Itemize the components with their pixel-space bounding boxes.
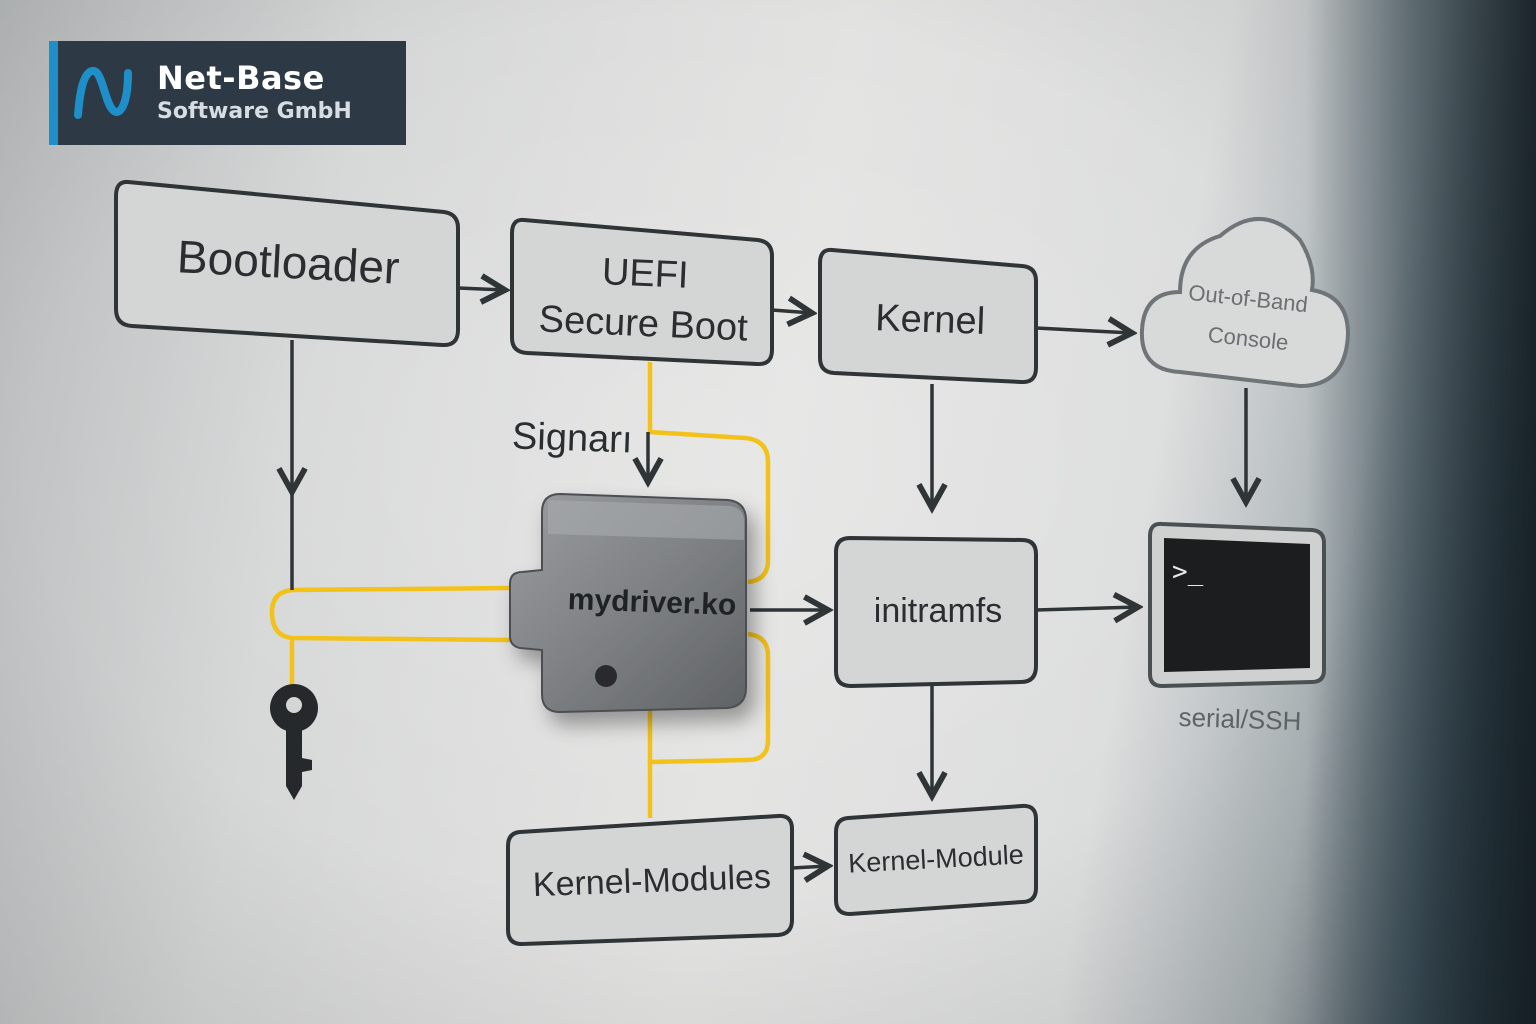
kernel-label: Kernel bbox=[875, 297, 986, 343]
terminal-node: >_ bbox=[1148, 521, 1326, 689]
terminal-caption: serial/SSH bbox=[1178, 702, 1302, 736]
kernel-modules-node: Kernel-Modules bbox=[506, 813, 794, 947]
kernel-module-node: Kernel-Module bbox=[834, 803, 1038, 917]
driver-module-chip bbox=[509, 492, 747, 714]
out-of-band-console-node: Out-of-Band Console bbox=[1139, 216, 1351, 389]
bootloader-node: Bootloader bbox=[114, 179, 460, 348]
key-icon bbox=[270, 684, 318, 800]
cloud-icon bbox=[1139, 216, 1351, 389]
uefi-label-line1: UEFI bbox=[601, 251, 689, 297]
logo-mark-icon bbox=[74, 67, 132, 119]
kernel-modules-label: Kernel-Modules bbox=[532, 858, 771, 904]
company-logo: Net-Base Software GmbH bbox=[49, 41, 406, 145]
initramfs-label: initramfs bbox=[874, 592, 1002, 630]
uefi-secure-boot-node: UEFI Secure Boot bbox=[510, 217, 774, 367]
bootloader-label: Bootloader bbox=[176, 230, 401, 294]
terminal-prompt: >_ bbox=[1172, 557, 1204, 587]
logo-subtitle: Software GmbH bbox=[157, 99, 352, 124]
kernel-node: Kernel bbox=[818, 247, 1038, 385]
signature-label: Signarı bbox=[511, 415, 633, 461]
background-blur bbox=[1306, 0, 1536, 1024]
flow-arrows bbox=[292, 288, 1246, 868]
logo-title: Net-Base bbox=[157, 59, 325, 97]
initramfs-node: initramfs bbox=[834, 535, 1038, 689]
driver-label: mydriver.ko bbox=[567, 583, 736, 622]
signature-wires bbox=[269, 362, 771, 818]
uefi-label-line2: Secure Boot bbox=[538, 298, 749, 349]
